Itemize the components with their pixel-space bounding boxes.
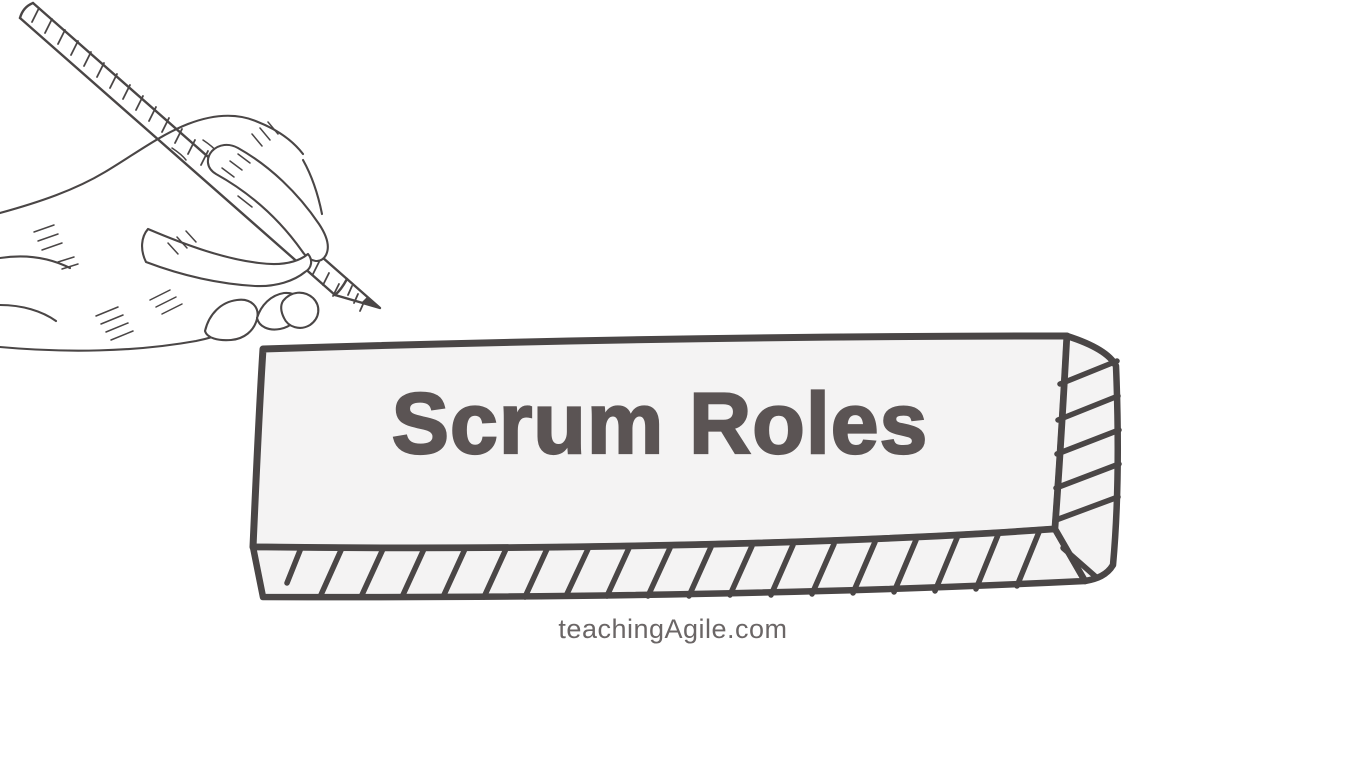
right-edge-hatching [1053,358,1122,580]
website-text: teachingAgile.com [558,614,788,644]
bottom-edge-hatching [284,529,1042,600]
hand-pencil-sketch-icon [0,1,382,352]
banner-box-sketch [249,332,1122,601]
banner-title: Scrum Roles [391,376,929,472]
